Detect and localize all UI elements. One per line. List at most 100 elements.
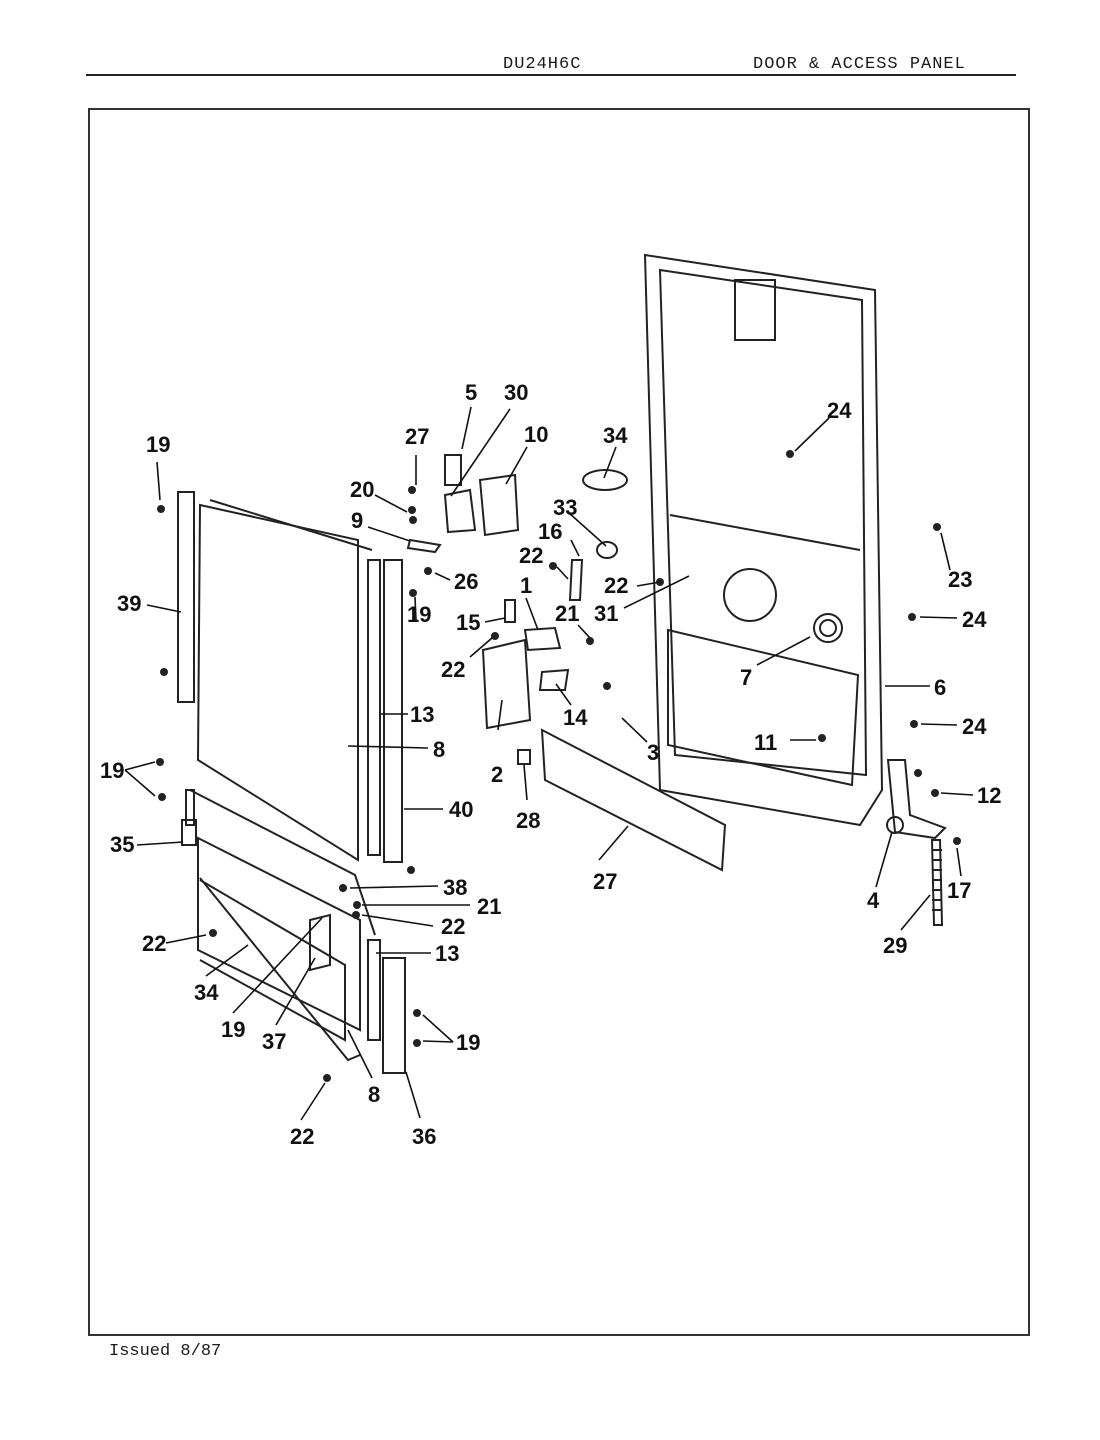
- hinge-5: [444, 454, 462, 486]
- callout-17: 16: [538, 519, 562, 544]
- screw-22e: [209, 929, 217, 937]
- trim-34: [199, 877, 361, 1062]
- screw-22f: [323, 1074, 331, 1082]
- callout-labels: 19 39 19 35 5 30 10 27 20 9 26 19 15 22 …: [100, 380, 1001, 1149]
- leader-2: [497, 699, 503, 731]
- leader-24a: [794, 417, 830, 452]
- callout-7: 7: [740, 665, 752, 690]
- leader-22f: [300, 1082, 326, 1121]
- top-bracket: [734, 279, 776, 341]
- leader-19f: [422, 1040, 454, 1043]
- callout-23: 23: [948, 567, 972, 592]
- leader-1: [525, 597, 539, 631]
- header-rule: [86, 74, 1016, 76]
- leader-7: [756, 636, 811, 666]
- callout-1: 1: [520, 573, 532, 598]
- leader-19b1: [124, 761, 156, 771]
- latch-1: [523, 626, 562, 652]
- leader-22c: [636, 581, 661, 587]
- callout-32: 33: [553, 495, 577, 520]
- leader-15: [555, 683, 572, 706]
- section-title: DOOR & ACCESS PANEL: [753, 55, 966, 74]
- leader-33: [603, 446, 617, 479]
- outer-door-panel: [643, 253, 884, 827]
- callout-30: 30: [504, 380, 528, 405]
- screw-19c: [158, 793, 166, 801]
- leader-29: [900, 894, 931, 931]
- fasteners: [156, 450, 961, 1082]
- lever-15: [538, 668, 570, 691]
- callout-24: 24: [962, 714, 987, 739]
- callout-19: 19: [146, 432, 170, 457]
- screw-25: [424, 567, 432, 575]
- callout-14: 13: [410, 702, 434, 727]
- leader-36: [405, 1071, 421, 1119]
- screw-19f: [413, 1039, 421, 1047]
- callout-31: 31: [594, 601, 618, 626]
- leader-19a: [156, 461, 161, 501]
- leader-19b2: [124, 769, 156, 797]
- callout-36: 36: [412, 1124, 436, 1149]
- inner-door-liner: [196, 503, 359, 862]
- screw-21a: [586, 637, 594, 645]
- callout-22: 22: [604, 573, 628, 598]
- screw-26: [408, 486, 416, 494]
- callout-13: 13: [435, 941, 459, 966]
- callout-5: 5: [465, 380, 477, 405]
- bracket-35: [181, 819, 197, 846]
- leader-39: [146, 604, 182, 613]
- access-panel-top: [189, 789, 376, 936]
- leader-27: [598, 825, 629, 861]
- screw-24a: [786, 450, 794, 458]
- issue-date: Issued 8/87: [109, 1342, 222, 1361]
- post-35: [185, 789, 195, 826]
- screw-12b: [931, 789, 939, 797]
- callout-4: 4: [867, 888, 880, 913]
- leader-12: [940, 792, 974, 796]
- leader-22e: [165, 934, 207, 944]
- leader-25: [434, 572, 451, 581]
- plate-17: [568, 559, 584, 601]
- callout-10: 10: [524, 422, 548, 447]
- leader-28: [523, 764, 528, 801]
- spring-coils: [932, 849, 942, 911]
- screw-22b: [549, 562, 557, 570]
- leader-18: [956, 847, 962, 877]
- callout-19: 19: [456, 1030, 480, 1055]
- spring-29: [930, 839, 944, 926]
- diagram-frame: [88, 108, 1030, 1336]
- screw-20b: [409, 516, 417, 524]
- callout-2: 2: [491, 762, 503, 787]
- callout-37: 37: [262, 1029, 286, 1054]
- callout-6: 6: [934, 675, 946, 700]
- callout-24: 24: [962, 607, 987, 632]
- callout-38: 38: [443, 875, 467, 900]
- latch-30: [443, 488, 477, 534]
- rinse-cap-inner: [819, 619, 837, 637]
- callout-11: 11: [754, 730, 777, 755]
- leader-22b: [556, 566, 569, 580]
- callout-22: 22: [441, 657, 465, 682]
- screw-20a: [408, 506, 416, 514]
- callout-34: 34: [194, 980, 219, 1005]
- leader-38: [349, 885, 439, 889]
- callout-9: 9: [351, 508, 363, 533]
- leader-24c: [920, 723, 958, 726]
- callout-21: 21: [477, 894, 501, 919]
- callout-19: 19: [221, 1017, 245, 1042]
- hinge-pivot: [886, 816, 904, 834]
- callout-28: 28: [516, 808, 540, 833]
- callout-22: 22: [519, 543, 543, 568]
- side-trim-39: [177, 491, 195, 703]
- kick-panel-27: [540, 728, 727, 872]
- callout-19: 19: [407, 602, 431, 627]
- screw-11: [818, 734, 826, 742]
- leader-lines: [124, 406, 974, 1121]
- leader-37: [275, 957, 316, 1026]
- model-number: DU24H6C: [503, 55, 582, 74]
- leader-22a: [469, 637, 493, 658]
- screw-22d: [352, 911, 360, 919]
- side-trim-40: [383, 559, 403, 863]
- access-panel-lower: [199, 879, 346, 1042]
